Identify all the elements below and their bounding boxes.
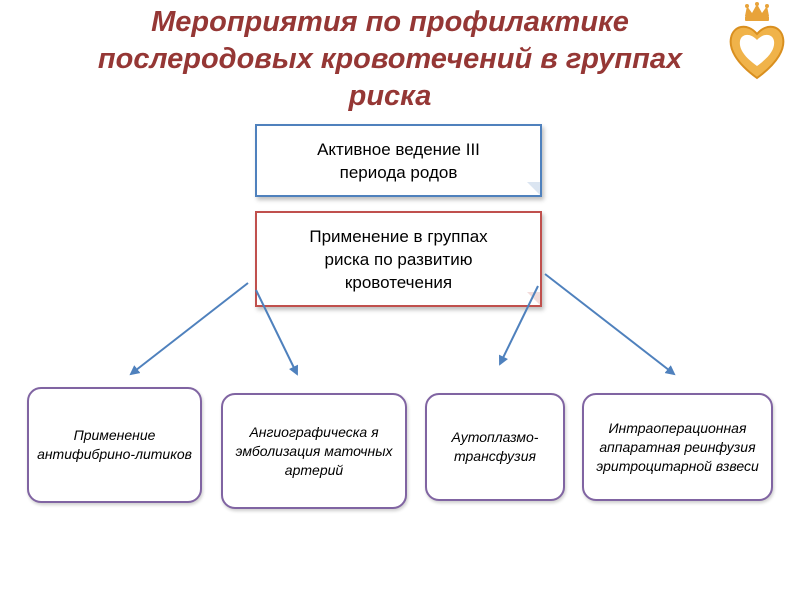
page-title: Мероприятия по профилактике послеродовых… (97, 6, 683, 112)
method-label: Аутоплазмо-трансфузия (451, 429, 539, 464)
arrow-to-antifibrinolytics (129, 282, 249, 376)
heart-crown-logo-icon (729, 2, 785, 80)
page-fold-icon (527, 182, 540, 195)
method-label: Интраоперационная аппаратная реинфузия э… (596, 419, 759, 474)
method-label: Ангиографическа я эмболизация маточных а… (235, 423, 393, 478)
arrow-to-autoplasma (499, 285, 539, 366)
arrow-to-embolization (255, 289, 298, 376)
active-management-label: Активное ведение III периода родов (317, 139, 480, 182)
risk-groups-label: Применение в группах риска по развитию к… (309, 226, 488, 292)
method-box-autoplasma-transfusion: Аутоплазмо-трансфузия (425, 393, 565, 501)
arrow-to-reinfusion (544, 273, 676, 376)
risk-groups-box: Применение в группах риска по развитию к… (255, 211, 542, 307)
active-management-box: Активное ведение III периода родов (255, 124, 542, 197)
method-label: Применение антифибрино-литиков (37, 427, 192, 462)
method-box-embolization: Ангиографическа я эмболизация маточных а… (221, 393, 407, 509)
method-box-reinfusion: Интраоперационная аппаратная реинфузия э… (582, 393, 773, 501)
method-box-antifibrinolytics: Применение антифибрино-литиков (27, 387, 202, 503)
